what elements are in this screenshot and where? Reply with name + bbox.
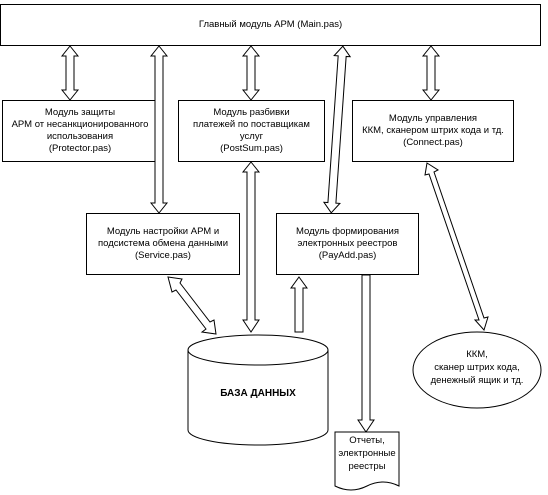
arrow-connect-devices: [424, 162, 489, 331]
devices-ellipse: [412, 331, 542, 409]
devices-label: ККМ, сканер штрих кода, денежный ящик и …: [430, 349, 524, 386]
service-module-label: Модуль настройки АРМ и подсистема обмена…: [97, 226, 229, 261]
connect-module-box: Модуль управления ККМ, сканером штрих ко…: [352, 100, 514, 162]
payadd-module-label: Модуль формирования электронных реестров…: [295, 226, 400, 261]
arrow-postsum-database: [241, 161, 261, 333]
main-module-label: Главный модуль АРМ (Main.pas): [198, 19, 343, 30]
arrow-main-payadd: [322, 45, 352, 214]
reports-label: Отчеты, электронные реестры: [338, 435, 396, 472]
arrow-service-database: [167, 276, 217, 335]
database-cylinder: [187, 334, 329, 446]
main-module-box: Главный модуль АРМ (Main.pas): [0, 4, 541, 46]
reports-document: [334, 431, 400, 491]
arrow-payadd-reports: [357, 274, 375, 433]
service-module-box: Модуль настройки АРМ и подсистема обмена…: [86, 213, 240, 275]
protector-module-box: Модуль защиты АРМ от несанкционированног…: [2, 100, 158, 162]
postsum-module-box: Модуль разбивки платежей по поставщикам …: [178, 100, 325, 162]
arrow-main-service: [149, 45, 169, 214]
database-label: БАЗА ДАННЫХ: [220, 388, 296, 399]
postsum-module-label: Модуль разбивки платежей по поставщикам …: [193, 107, 310, 154]
arrow-main-postsum: [241, 45, 261, 101]
arrow-main-protector: [60, 45, 80, 101]
connect-module-label: Модуль управления ККМ, сканером штрих ко…: [362, 113, 504, 148]
arrow-main-connect: [421, 45, 441, 101]
arrow-database-payadd: [290, 276, 308, 333]
protector-module-label: Модуль защиты АРМ от несанкционированног…: [11, 107, 149, 154]
payadd-module-box: Модуль формирования электронных реестров…: [276, 213, 419, 275]
